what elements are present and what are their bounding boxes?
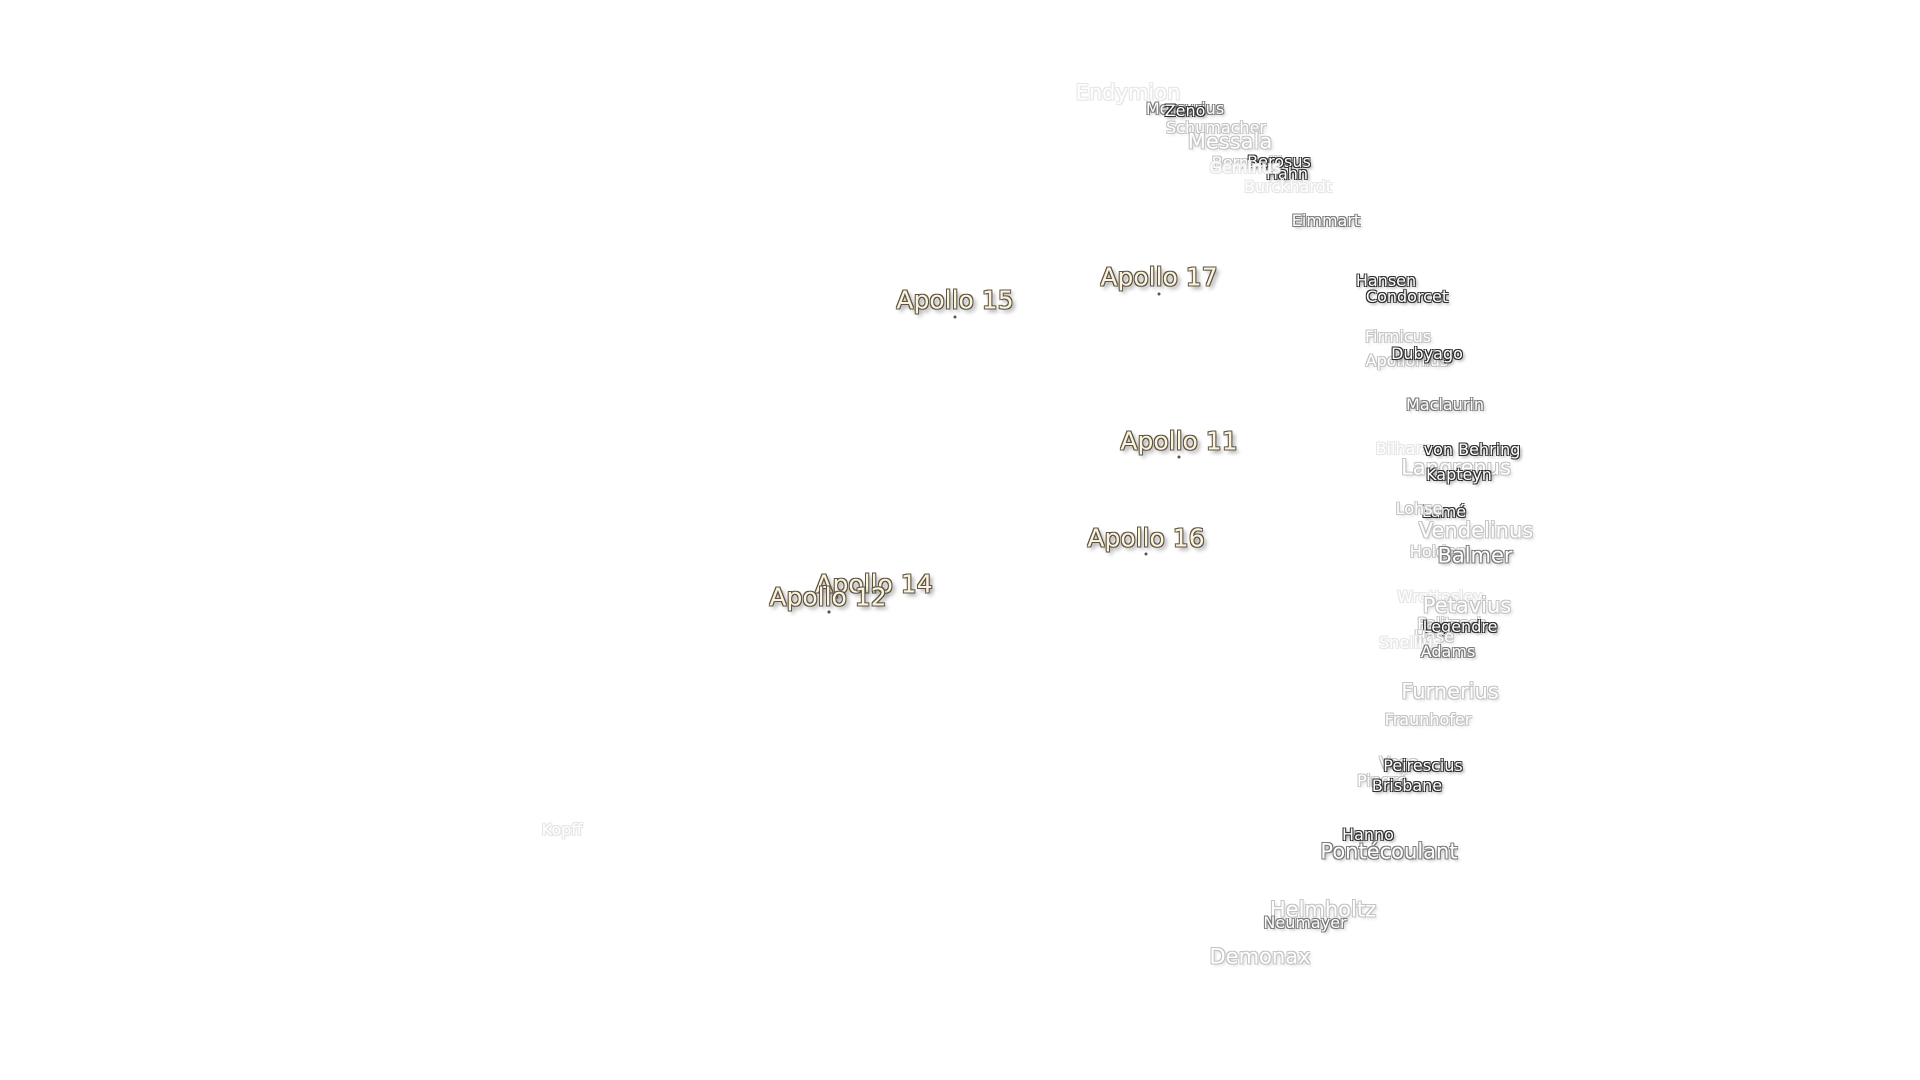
crater-label[interactable]: Maclaurin [1406,395,1484,414]
crater-label[interactable]: Snellius [1379,633,1441,652]
crater-label[interactable]: Pingré [1356,771,1408,790]
apollo-site-label[interactable]: Apollo 15 [896,285,1014,315]
crater-label[interactable]: Apollonius [1365,351,1449,370]
crater-label[interactable]: Peirescius [1383,756,1463,775]
crater-label[interactable]: Burckhardt [1243,177,1333,196]
crater-label[interactable]: Vega [1379,753,1419,772]
apollo-site-marker-icon[interactable] [1144,552,1148,556]
apollo-site-marker-icon[interactable] [827,610,831,614]
crater-label[interactable]: Palitzsch [1417,614,1487,633]
crater-label[interactable]: Kopff [541,820,583,839]
crater-label[interactable]: Hansen [1355,271,1417,290]
crater-label[interactable]: Furnerius [1401,679,1499,704]
crater-label[interactable]: Hase [1413,627,1455,646]
crater-label[interactable]: Vendelinus [1418,518,1534,543]
crater-label[interactable]: Hanno [1342,825,1394,844]
crater-label[interactable]: Eimmart [1291,211,1361,230]
crater-label[interactable]: Holden [1409,542,1467,561]
crater-label[interactable]: Geminus [1209,158,1281,177]
crater-label[interactable]: Berosus [1247,152,1311,171]
crater-label[interactable]: Dubyago [1391,344,1463,363]
crater-label[interactable]: Legendre [1422,617,1498,636]
crater-label[interactable]: Fraunhofer [1384,710,1472,729]
crater-label[interactable]: Bernoulli [1211,153,1283,172]
crater-label[interactable]: Brisbane [1371,776,1443,795]
crater-label[interactable]: Pontécoulant [1320,839,1458,864]
crater-label[interactable]: Adams [1420,642,1476,661]
apollo-site-label[interactable]: Apollo 14 [815,569,933,599]
crater-label[interactable]: Petavius [1422,593,1512,618]
apollo-site-marker-icon[interactable] [953,315,957,319]
crater-label[interactable]: Lamé [1421,502,1467,521]
crater-label[interactable]: Messala [1187,129,1273,154]
crater-label[interactable]: Kapteyn [1426,465,1492,484]
crater-label[interactable]: Wrottesley [1397,587,1483,606]
crater-label[interactable]: Helmholtz [1269,897,1377,922]
crater-label[interactable]: Hahn [1265,164,1309,183]
crater-label[interactable]: Endymion [1075,80,1181,105]
crater-label[interactable]: Demonax [1209,944,1311,969]
apollo-site-label[interactable]: Apollo 16 [1087,523,1205,553]
crater-label[interactable]: von Behring [1423,440,1521,459]
crater-label[interactable]: Condorcet [1365,287,1449,306]
apollo-site-label[interactable]: Apollo 11 [1120,426,1238,456]
apollo-site-marker-icon[interactable] [1157,292,1161,296]
crater-label[interactable]: Schumacher [1166,118,1266,137]
crater-label[interactable]: Langrenus [1401,455,1511,480]
apollo-site-marker-icon[interactable] [1177,455,1181,459]
crater-label[interactable]: Mercurius [1145,99,1225,118]
crater-label[interactable]: Balmer [1437,543,1513,568]
apollo-site-label[interactable]: Apollo 12 [769,582,887,612]
crater-label[interactable]: Neumayer [1263,913,1347,932]
crater-label[interactable]: Bilharz [1375,439,1431,458]
crater-label[interactable]: Firmicus [1364,327,1432,346]
crater-label[interactable]: Zeno [1164,101,1206,120]
apollo-site-label[interactable]: Apollo 17 [1100,262,1218,292]
crater-label[interactable]: Lohse [1395,499,1443,518]
